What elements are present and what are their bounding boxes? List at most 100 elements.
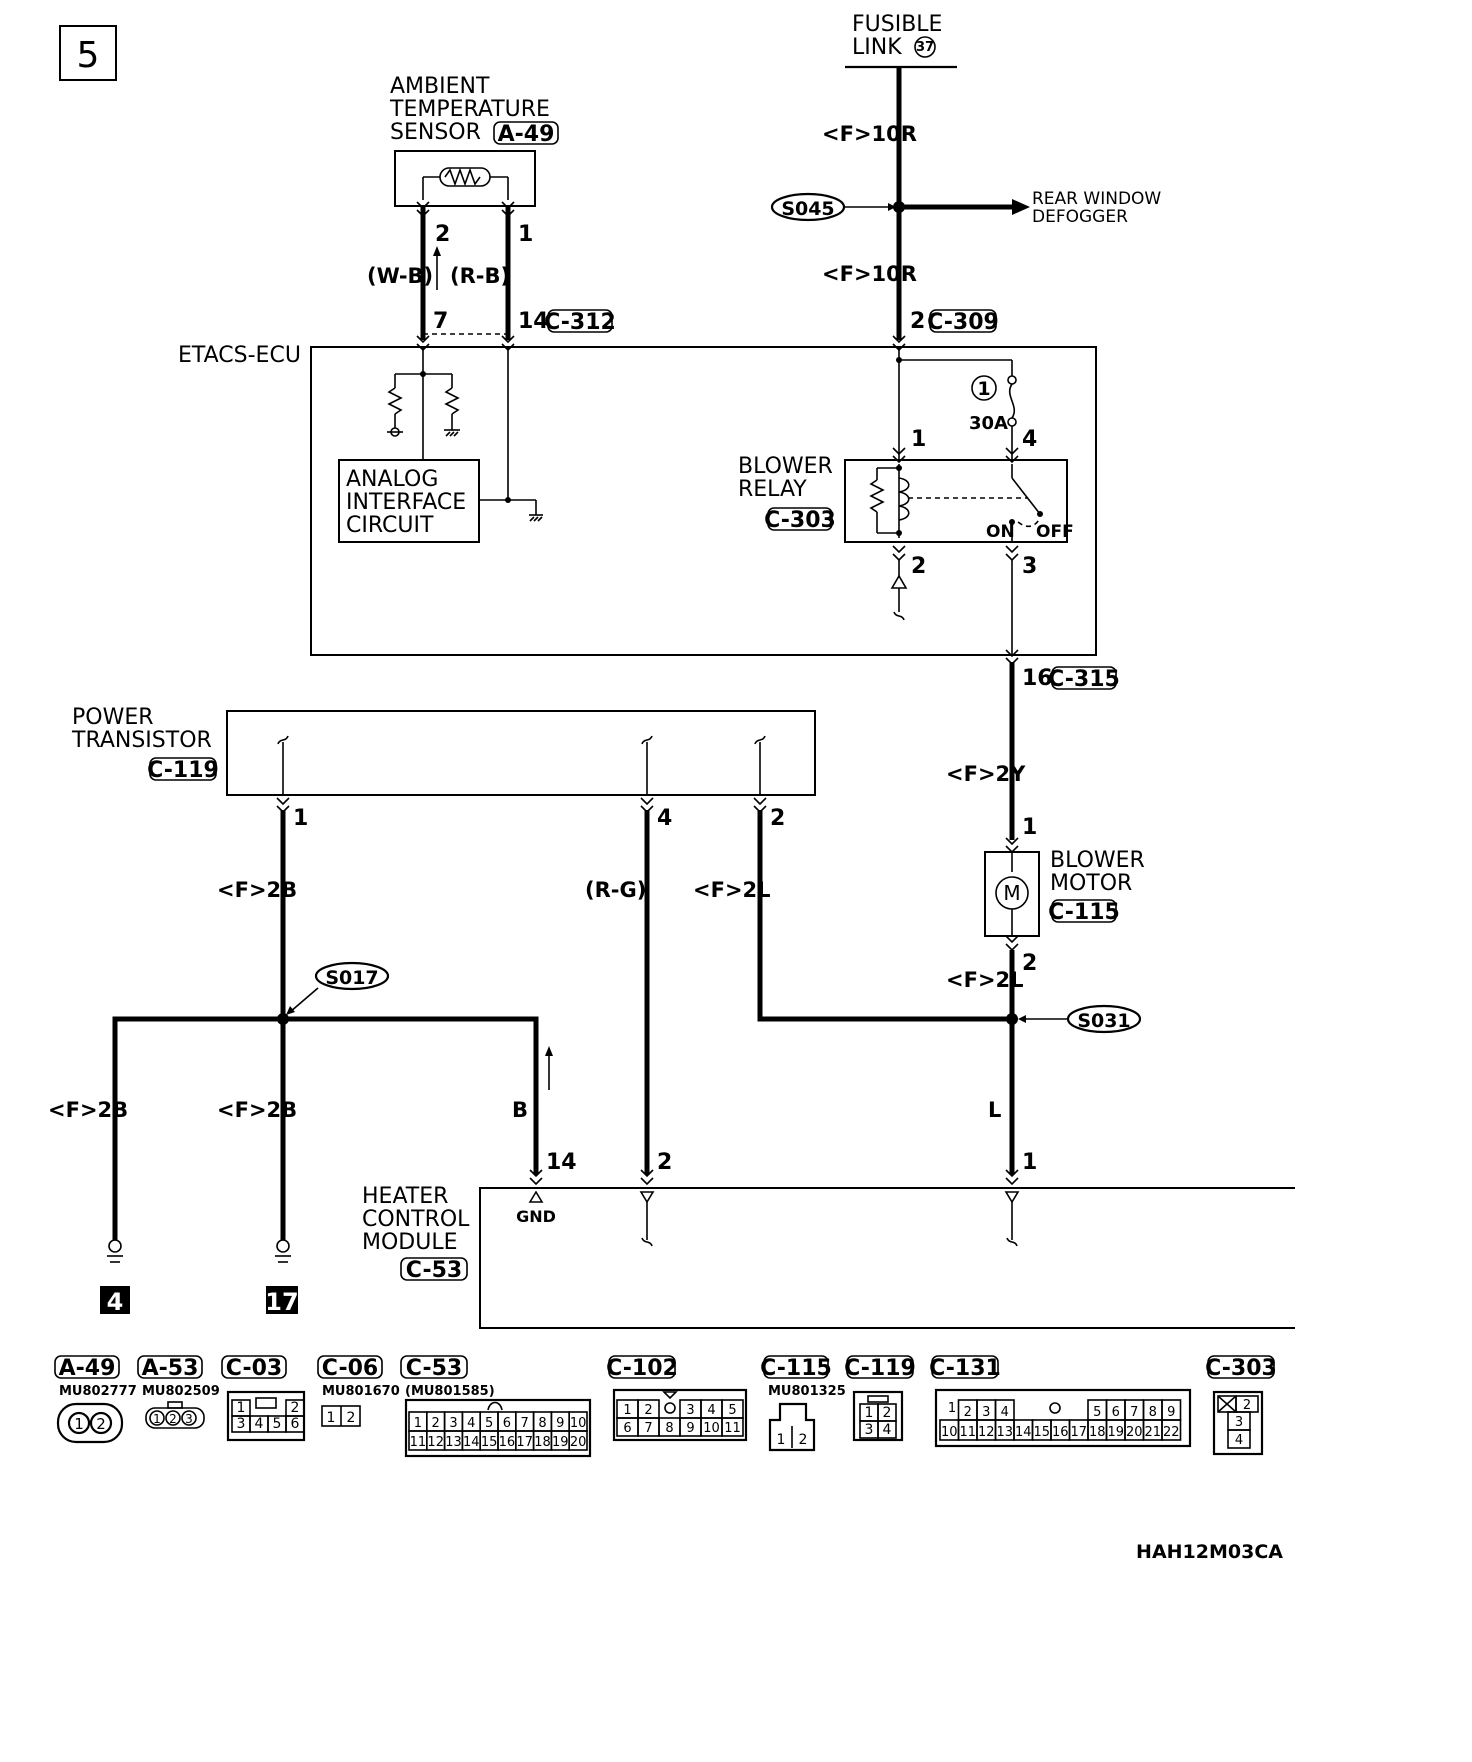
analog-line1: ANALOG	[346, 467, 438, 492]
connector-c-03-pin-3: 3	[237, 1416, 246, 1432]
hcm-pin-14: 14	[546, 1150, 577, 1175]
wire-f2l	[757, 810, 1012, 1022]
pt-pin-2: 2	[770, 806, 785, 831]
ambient-pin-a: 2	[435, 222, 450, 247]
blower-motor-box	[984, 851, 1040, 937]
ground-17	[266, 1239, 298, 1314]
connector-c-131-pin-20: 20	[1126, 1425, 1143, 1440]
power-transistor-line1: POWER	[72, 705, 154, 730]
wire-label-f2b-mid: <F>2B	[217, 1098, 297, 1122]
connector-c-131-pin-22: 22	[1163, 1425, 1180, 1440]
etacs-sensor-circuit	[387, 348, 543, 522]
connector-c-119-pin-2: 2	[883, 1405, 892, 1421]
connector-c-06-pin-2: 2	[347, 1410, 356, 1426]
connector-c-115-pin-1: 1	[777, 1432, 786, 1448]
connector-c-115-id: C-115	[760, 1356, 832, 1381]
connector-c-03-pin-1: 1	[237, 1400, 246, 1416]
wire-label-f10r-mid: <F>10R	[822, 262, 917, 286]
blower-motor-line1: BLOWER	[1050, 848, 1145, 873]
connector-c-102-pin-8: 8	[665, 1421, 673, 1436]
conn-c309: C-309	[927, 310, 999, 335]
connector-c-131-pin-6: 6	[1112, 1405, 1120, 1420]
connector-c-131-id: C-131	[929, 1356, 1001, 1381]
connector-c-102-pin-6: 6	[623, 1421, 631, 1436]
power-transistor-line2: TRANSISTOR	[71, 728, 212, 753]
etacs-pin-14: 14	[518, 309, 549, 334]
etacs-pin-16: 16	[1022, 666, 1053, 691]
analog-line3: CIRCUIT	[346, 513, 434, 538]
conn-c303: C-303	[764, 508, 836, 533]
connector-c-102-pin-7: 7	[644, 1421, 652, 1436]
splice-s045-label: S045	[781, 198, 834, 220]
splice-s031: S031	[1006, 1004, 1142, 1034]
hcm-pin-2: 2	[657, 1150, 672, 1175]
connector-c-131-pin-3: 3	[982, 1405, 990, 1420]
fusible-link-number: 37	[916, 40, 934, 55]
connector-c-53-pin-16: 16	[499, 1435, 516, 1450]
connector-c-102-pin-11: 11	[724, 1421, 741, 1436]
connector-c-131-pin-1: 1	[948, 1401, 956, 1416]
blower-relay-box	[844, 459, 1068, 543]
connector-c-131-pin-15: 15	[1033, 1425, 1050, 1440]
blower-relay-line2: RELAY	[738, 477, 807, 502]
connector-c-131-pin-10: 10	[941, 1425, 958, 1440]
relay-pin-4: 4	[1022, 427, 1037, 452]
connector-c-53-pin-7: 7	[521, 1416, 529, 1431]
connector-c-53-pin-2: 2	[432, 1416, 440, 1431]
connector-c-53-id: C-53	[406, 1356, 462, 1381]
connector-c-119-id: C-119	[844, 1356, 916, 1381]
splice-s031-label: S031	[1077, 1010, 1130, 1032]
rear-defogger-line1: REAR WINDOW	[1032, 189, 1161, 209]
connector-c-53-pin-18: 18	[534, 1435, 551, 1450]
fusible-link: FUSIBLE LINK 37	[845, 12, 957, 69]
connector-c-131-pin-11: 11	[959, 1425, 976, 1440]
connector-c-53-pin-19: 19	[552, 1435, 569, 1450]
connector-c-53-pin-13: 13	[445, 1435, 462, 1450]
figure-code: HAH12M03CA	[1136, 1541, 1283, 1563]
connector-c-115-pin-2: 2	[799, 1432, 808, 1448]
connector-c-03-pin-6: 6	[291, 1416, 300, 1432]
connector-c-131-pin-16: 16	[1052, 1425, 1069, 1440]
relay-pin-3: 3	[1022, 554, 1037, 579]
connector-c-06-pin-1: 1	[327, 1410, 336, 1426]
wire-label-rg: (R-G)	[585, 878, 646, 902]
conn-c115: C-115	[1048, 900, 1120, 925]
ambient-sensor-line3: SENSOR	[390, 120, 481, 145]
connector-c-131-pin-8: 8	[1149, 1405, 1157, 1420]
connector-c-131-pin-14: 14	[1015, 1425, 1032, 1440]
connector-c-53-pin-15: 15	[481, 1435, 498, 1450]
ground-17-label: 17	[265, 1288, 298, 1316]
pt-pin-4: 4	[657, 806, 672, 831]
connector-c-102-pin-5: 5	[728, 1403, 736, 1418]
connector-c-53-pin-3: 3	[449, 1416, 457, 1431]
fuse-number: 1	[977, 378, 990, 400]
analog-line2: INTERFACE	[346, 490, 466, 515]
connector-c-53-pin-6: 6	[503, 1416, 511, 1431]
connector-c-53-pin-8: 8	[538, 1416, 546, 1431]
motor-symbol: M	[1003, 881, 1020, 905]
wire-label-f2l-pt: <F>2L	[693, 878, 771, 902]
connector-c-03-id: C-03	[226, 1356, 282, 1381]
motor-pin-1: 1	[1022, 815, 1037, 840]
connector-c-303-id: C-303	[1205, 1356, 1277, 1381]
wire-label-rb: (R-B)	[450, 264, 510, 288]
splice-s017: S017	[112, 961, 539, 1240]
connector-c-53-pin-1: 1	[414, 1416, 422, 1431]
connector-c-53-pin-14: 14	[463, 1435, 480, 1450]
fusible-link-line1: FUSIBLE	[852, 12, 942, 37]
wire-label-f2b-pt: <F>2B	[217, 878, 297, 902]
connector-c-131-pin-19: 19	[1107, 1425, 1124, 1440]
splice-s045: S045	[770, 192, 1030, 222]
connector-c-119-pin-3: 3	[865, 1422, 874, 1438]
connector-c-53-pin-9: 9	[556, 1416, 564, 1431]
ambient-sensor-line2: TEMPERATURE	[389, 97, 550, 122]
connector-c-131-pin-5: 5	[1093, 1405, 1101, 1420]
